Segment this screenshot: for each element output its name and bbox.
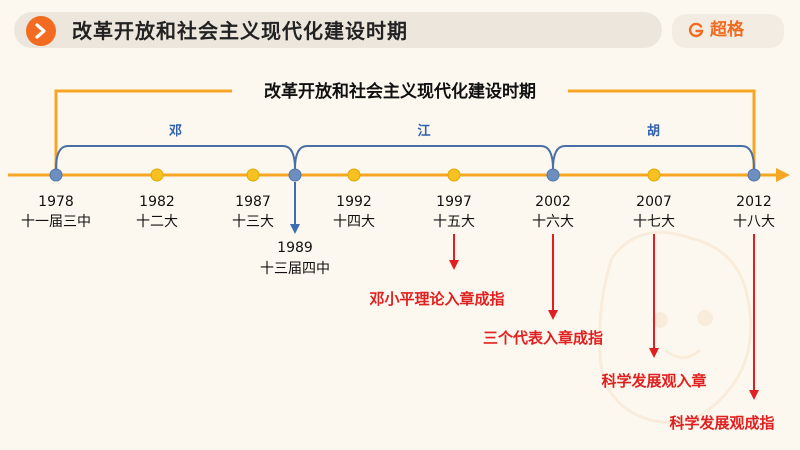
brand-g-icon: [688, 22, 704, 38]
header-bar: [14, 12, 662, 48]
annotation-text-3: 科学发展观成指: [669, 414, 774, 432]
event-year-2007: 2007: [636, 194, 672, 210]
leader-bracket-1: [294, 145, 554, 170]
annotation-text-0: 邓小平理论入章成指: [369, 290, 504, 308]
event-label-1987: 十三大: [232, 214, 274, 230]
event-dot-1978: [49, 168, 63, 182]
brand-name: 超格: [710, 20, 744, 40]
timeline-arrow-icon: [776, 168, 790, 182]
event-label-1982: 十二大: [136, 214, 178, 230]
leader-label-2: 胡: [647, 123, 660, 139]
event-year-1989: 1989: [277, 240, 313, 256]
mascot-watermark: [598, 230, 753, 424]
chevron-right-icon: [35, 23, 46, 39]
event-label-1989: 十三届四中: [260, 261, 330, 277]
event-year-1982: 1982: [139, 194, 175, 210]
arrow-down-icon: [290, 224, 300, 234]
event-year-1992: 1992: [336, 194, 372, 210]
annotation-text-1: 三个代表入章成指: [483, 329, 603, 347]
event-label-1978: 十一届三中: [21, 214, 91, 230]
event-dot-2007: [647, 168, 661, 182]
period-title: 改革开放和社会主义现代化建设时期: [264, 81, 536, 102]
event-label-2002: 十六大: [532, 214, 574, 230]
annotation-arrow-icon-1: [548, 310, 558, 320]
event-label-1997: 十五大: [433, 214, 475, 230]
event-label-1992: 十四大: [333, 214, 375, 230]
leader-bracket-0: [55, 145, 296, 170]
leader-brackets: 邓江胡: [55, 123, 755, 170]
annotation-arrow-icon-2: [649, 348, 659, 358]
event-dot-1982: [150, 168, 164, 182]
event-dot-2002: [546, 168, 560, 182]
event-year-2012: 2012: [736, 194, 772, 210]
header-arrow-badge: [26, 16, 56, 46]
event-dot-1997: [447, 168, 461, 182]
event-year-1978: 1978: [38, 194, 74, 210]
event-label-2012: 十八大: [733, 214, 775, 230]
header: 改革开放和社会主义现代化建设时期 超格: [0, 0, 800, 62]
annotation-text-2: 科学发展观入章: [601, 372, 706, 390]
event-year-1997: 1997: [436, 194, 472, 210]
event-dot-1992: [347, 168, 361, 182]
leader-label-1: 江: [417, 123, 430, 139]
leader-label-0: 邓: [169, 124, 182, 139]
period-title-background: [232, 78, 568, 104]
annotation-arrow-icon-0: [449, 260, 459, 270]
event-year-2002: 2002: [535, 194, 571, 210]
event-dot-1989: [288, 168, 302, 182]
event-label-2007: 十七大: [633, 214, 675, 230]
annotation-arrow-icon-3: [749, 390, 759, 400]
event-dot-2012: [747, 168, 761, 182]
event-dot-1987: [246, 168, 260, 182]
leader-bracket-2: [552, 145, 755, 170]
page-title: 改革开放和社会主义现代化建设时期: [72, 19, 408, 43]
event-year-1987: 1987: [235, 194, 271, 210]
timeline-axis-group: 改革开放和社会主义现代化建设时期: [8, 78, 790, 182]
